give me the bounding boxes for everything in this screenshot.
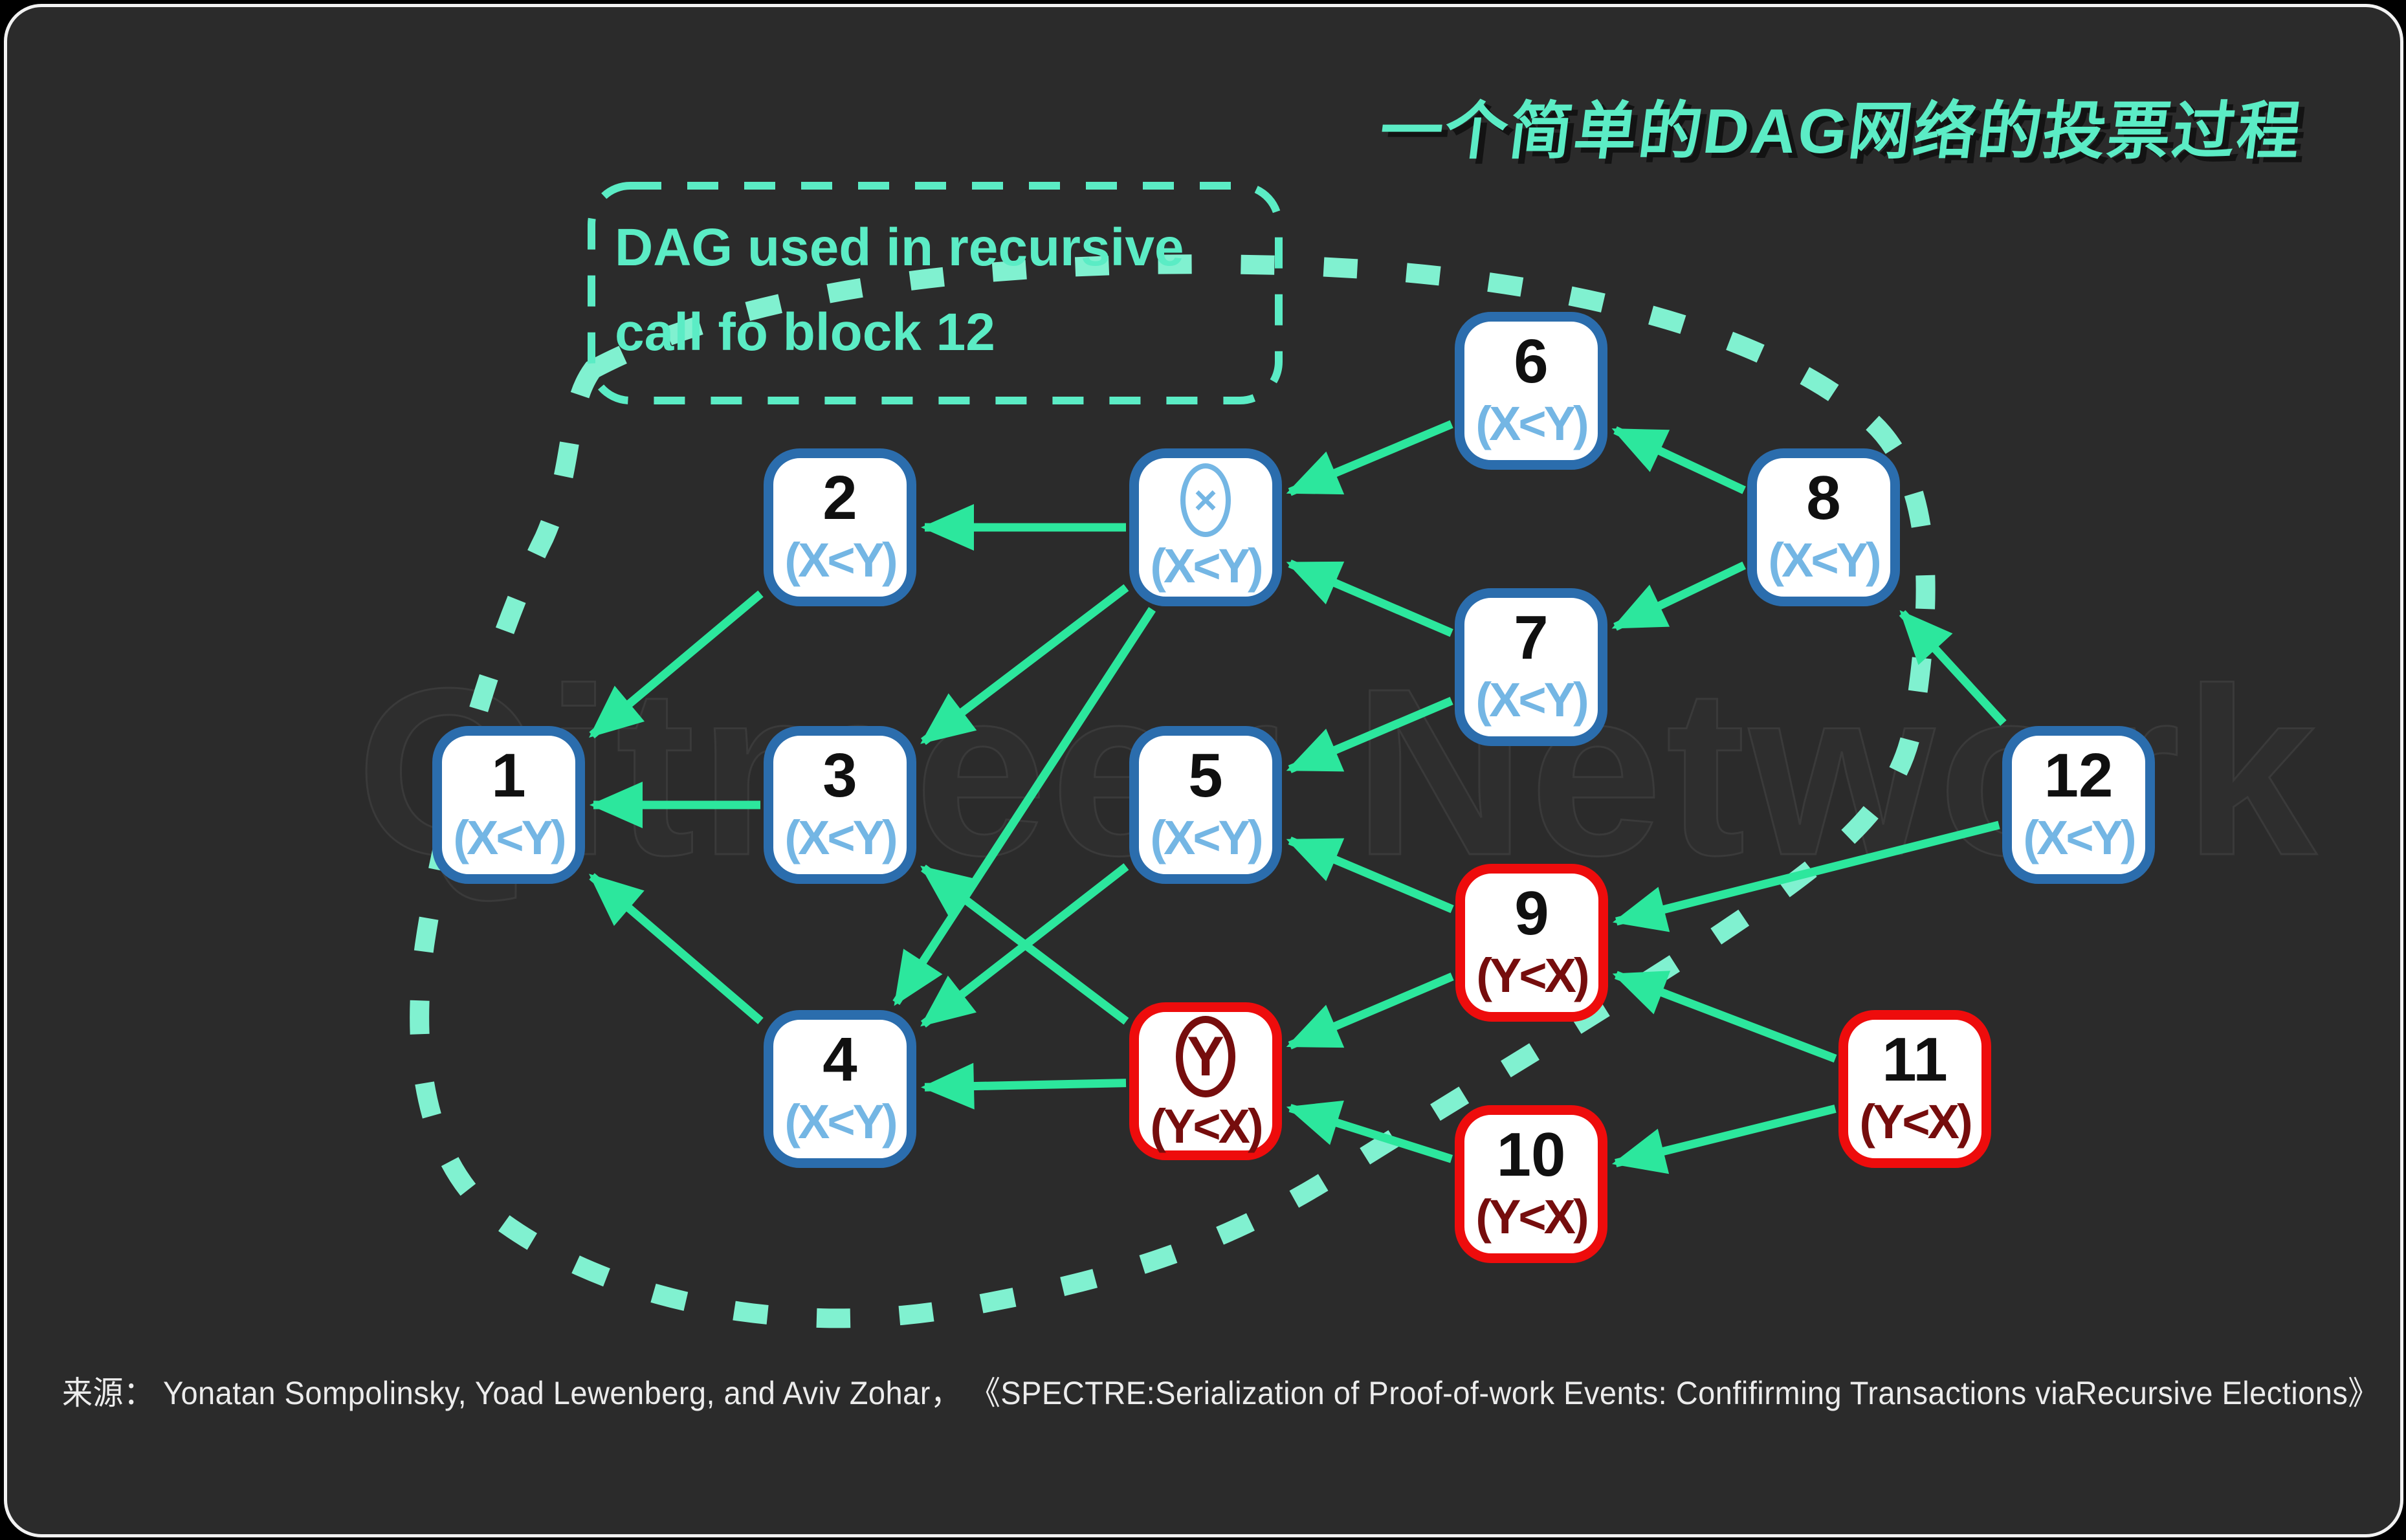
node-number: 8 <box>1806 463 1841 533</box>
dag-edge-Y-to-4 <box>920 1062 1127 1110</box>
node-vote-label: (Y<X) <box>1150 1099 1263 1153</box>
node-number: 1 <box>491 741 526 810</box>
dag-label-box: DAG used in recursive call fo block 12 <box>591 186 1279 401</box>
dag-edge-12-to-9 <box>1612 820 2000 932</box>
dag-edge-8-to-6 <box>1611 426 1746 494</box>
dag-node-8: 8(X<Y) <box>1747 448 1900 606</box>
dag-node-Y: Y(Y<X) <box>1129 1002 1282 1160</box>
node-vote-label: (Y<X) <box>1475 1189 1589 1244</box>
label-line1: DAG used in recursive <box>615 218 1184 277</box>
dag-node-3: 3(X<Y) <box>764 726 916 884</box>
node-number: 4 <box>822 1025 857 1094</box>
dag-edge-9-to-Y <box>1286 973 1454 1050</box>
node-number: 10 <box>1496 1120 1566 1189</box>
dag-node-11: 11(Y<X) <box>1838 1010 1991 1168</box>
node-vote-label: (X<Y) <box>453 810 566 864</box>
label-line2: call fo block 12 <box>615 303 995 362</box>
node-number: 2 <box>822 463 857 533</box>
dag-edge-8-to-7 <box>1611 561 1746 631</box>
dag-edge-Y-to-3 <box>920 864 1129 1025</box>
dag-edge-X-to-4 <box>892 607 1156 1006</box>
node-number: 5 <box>1188 741 1223 810</box>
dashed-boundary <box>410 254 1936 1328</box>
screenshot-frame: Qitmeer Network 一个简单的DAG网络的投票过程 DAG used… <box>4 4 2403 1537</box>
node-vote-label: (X<Y) <box>784 533 898 587</box>
dag-edge-9-to-5 <box>1286 837 1454 914</box>
node-vote-label: (X<Y) <box>1150 539 1263 593</box>
node-number: 9 <box>1514 879 1549 948</box>
node-number: 7 <box>1514 603 1549 672</box>
dag-node-12: 12(X<Y) <box>2002 726 2155 884</box>
dag-node-1: 1(X<Y) <box>432 726 585 884</box>
dag-edge-6-to-X <box>1286 420 1453 496</box>
node-vote-label: (X<Y) <box>2023 810 2136 864</box>
node-vote-label: (X<Y) <box>1475 672 1589 727</box>
circle-x-icon: × <box>1180 463 1231 537</box>
page-title: 一个简单的DAG网络的投票过程 <box>1376 96 2307 166</box>
dag-edge-4-to-1 <box>589 873 764 1024</box>
dag-edge-12-to-8 <box>1899 610 2007 726</box>
dag-edge-11-to-10 <box>1611 1105 1837 1174</box>
node-vote-label: (Y<X) <box>1476 948 1589 1002</box>
dag-edge-7-to-5 <box>1286 697 1453 773</box>
dag-node-6: 6(X<Y) <box>1455 312 1607 470</box>
node-vote-label: (X<Y) <box>1768 533 1881 587</box>
source-citation: 来源： Yonatan Sompolinsky, Yoad Lewenberg,… <box>62 1375 2379 1411</box>
dag-node-9: 9(Y<X) <box>1455 864 1608 1022</box>
node-number: 6 <box>1514 327 1549 396</box>
dag-node-2: 2(X<Y) <box>764 448 916 606</box>
node-vote-label: (X<Y) <box>784 1094 898 1149</box>
dag-edge-2-to-1 <box>589 590 764 739</box>
circle-y-icon: Y <box>1176 1016 1235 1097</box>
node-vote-label: (X<Y) <box>784 810 898 864</box>
dag-edge-X-to-3 <box>920 584 1129 745</box>
dag-node-7: 7(X<Y) <box>1455 588 1607 746</box>
dag-node-4: 4(X<Y) <box>764 1010 916 1168</box>
node-number: 11 <box>1882 1025 1948 1094</box>
dag-edge-11-to-9 <box>1612 971 1837 1063</box>
node-vote-label: (X<Y) <box>1150 810 1263 864</box>
node-number: 12 <box>2044 741 2114 810</box>
node-vote-label: (Y<X) <box>1859 1094 1972 1149</box>
node-vote-label: (X<Y) <box>1475 396 1589 450</box>
dag-node-X: ×(X<Y) <box>1129 448 1282 606</box>
dag-edge-7-to-X <box>1286 559 1453 637</box>
label-box-border <box>588 182 1283 404</box>
node-number: 3 <box>822 741 857 810</box>
dag-node-10: 10(Y<X) <box>1455 1105 1607 1263</box>
dag-edge-10-to-Y <box>1286 1100 1453 1163</box>
dag-edges-layer <box>410 182 2007 1328</box>
dag-node-5: 5(X<Y) <box>1129 726 1282 884</box>
